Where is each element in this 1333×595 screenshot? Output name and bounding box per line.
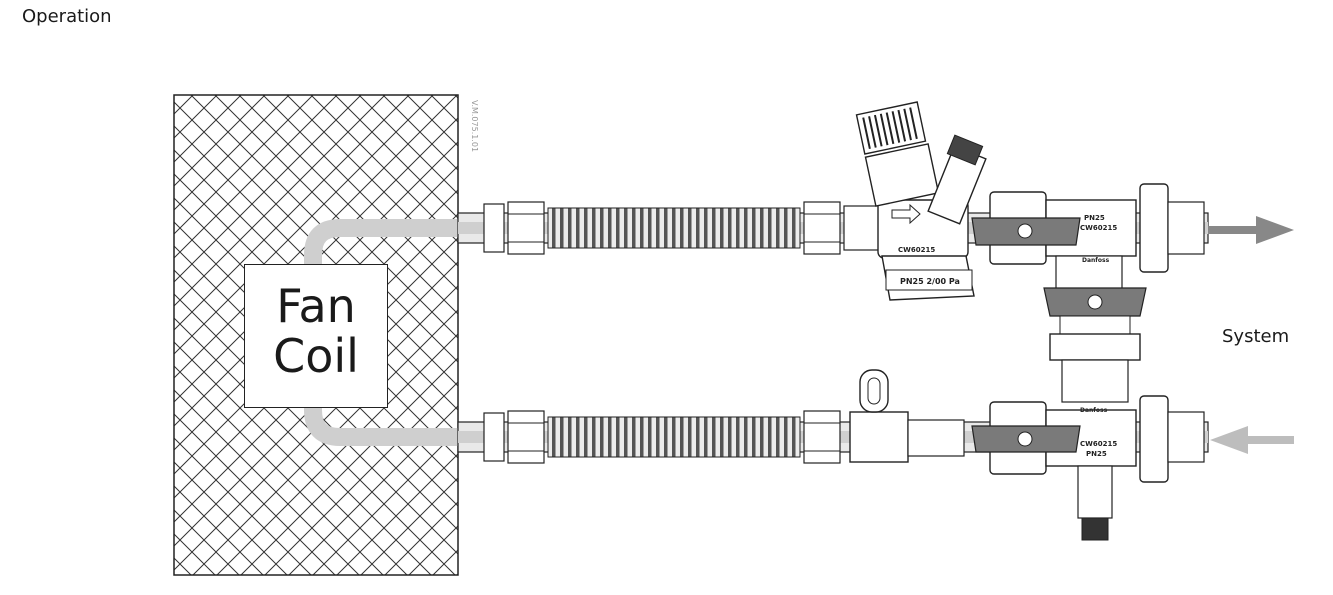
upper-tee-rating: PN25 bbox=[1084, 214, 1105, 222]
balancing-valve: PN25 2/00 Pa CW60215 bbox=[855, 101, 987, 301]
lower-tee-rating: PN25 bbox=[1086, 450, 1107, 458]
bypass-valve bbox=[1043, 287, 1147, 403]
upper-tee-code: CW60215 bbox=[1080, 224, 1117, 232]
return-valve-body bbox=[849, 411, 909, 463]
lower-ball-valve: Danfoss CW60215 PN25 bbox=[971, 395, 1205, 541]
drawing-code: V.M.075.1.01 bbox=[470, 100, 479, 152]
drain-cap bbox=[1081, 517, 1109, 541]
supply-flow-arrow-icon bbox=[1208, 216, 1294, 244]
fan-coil-label: Fan Coil bbox=[244, 264, 388, 408]
return-flow-arrow-icon bbox=[1210, 426, 1294, 454]
lower-tee-code: CW60215 bbox=[1080, 440, 1117, 448]
upper-ball-valve: PN25 CW60215 Danfoss bbox=[971, 183, 1205, 297]
supply-flex-hose bbox=[547, 207, 801, 249]
upper-tee-brand: Danfoss bbox=[1082, 257, 1110, 264]
supply-fitting-nut bbox=[483, 203, 505, 253]
return-flex-hose bbox=[547, 416, 801, 458]
fan-coil-label-line1: Fan bbox=[276, 279, 356, 333]
system-label: System bbox=[1222, 326, 1290, 347]
lower-tee-brand: Danfoss bbox=[1080, 407, 1108, 414]
page-title: Operation bbox=[22, 6, 112, 27]
drain-port bbox=[1077, 465, 1113, 519]
fan-coil-label-line2: Coil bbox=[273, 329, 359, 383]
balancing-valve-code: CW60215 bbox=[898, 246, 935, 254]
balancing-valve-rating: PN25 2/00 Pa bbox=[900, 277, 960, 286]
